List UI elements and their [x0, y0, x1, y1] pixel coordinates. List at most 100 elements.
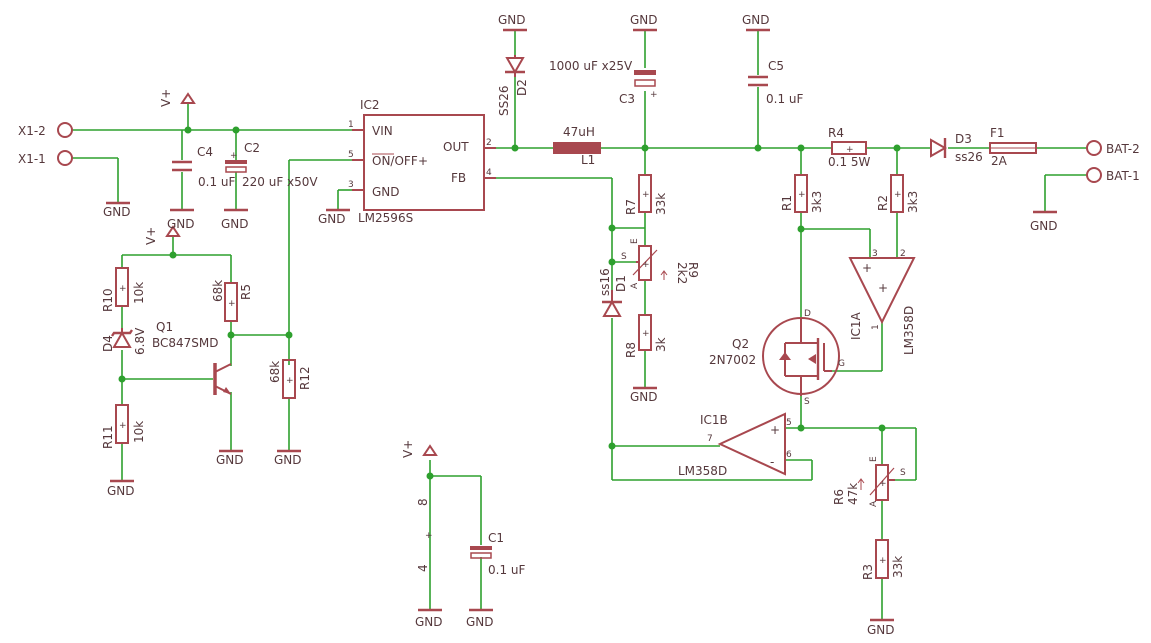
potentiometer-r6[interactable]: + S E A R6 47k	[832, 456, 906, 507]
d4-name: D4	[101, 335, 115, 352]
vplus-symbol: V+	[401, 440, 438, 458]
resistor-r3[interactable]: + R3 33k	[861, 539, 905, 580]
capacitor-c2[interactable]: + C2 220 uF x50V	[225, 141, 318, 189]
zener-d4[interactable]: D4 6.8V	[101, 327, 147, 355]
gnd-symbol: GND	[103, 201, 131, 219]
r1-name: R1	[780, 195, 794, 211]
c5-name: C5	[768, 59, 784, 73]
r12-value: 68k	[268, 361, 282, 383]
r4-plus: +	[846, 145, 854, 155]
connector-bat-1[interactable]: BAT-1	[1086, 167, 1140, 183]
ic1b-minus: -	[770, 455, 774, 469]
r6-name: R6	[832, 489, 846, 505]
r6-plus: +	[879, 479, 887, 489]
ic2-pin-vin: VIN	[372, 124, 393, 138]
resistor-r12[interactable]: + 68k R12	[268, 359, 312, 399]
q2-part: 2N7002	[709, 353, 756, 367]
r10-plus: +	[119, 284, 127, 294]
gnd-symbol: GND	[1030, 210, 1058, 233]
ic1b-pin-7: 7	[707, 434, 713, 444]
gnd-symbol: GND	[167, 208, 195, 231]
r12-name: R12	[298, 366, 312, 390]
gnd-symbol: GND	[221, 208, 249, 231]
vplus-symbol: V+	[159, 89, 196, 107]
inductor-l1[interactable]: 47uH L1	[553, 125, 601, 167]
d1-name: D1	[614, 275, 628, 292]
ic1b-name: IC1B	[700, 413, 728, 427]
gnd-label: GND	[274, 453, 302, 467]
c3-value: 1000 uF x25V	[549, 59, 633, 73]
r5-plus: +	[228, 299, 236, 309]
connector-x1-2[interactable]: X1-2	[18, 122, 73, 138]
q2-pin-g: G	[838, 359, 845, 369]
r5-name: R5	[239, 284, 253, 300]
diode-d2[interactable]: SS26 D2	[497, 55, 529, 116]
capacitor-c5[interactable]: C5 0.1 uF	[748, 59, 804, 106]
c4-name: C4	[197, 145, 213, 159]
r9-pin-e: E	[630, 238, 640, 244]
d2-name: D2	[515, 79, 529, 96]
connector-bat-2[interactable]: BAT-2	[1086, 140, 1140, 156]
resistor-r8[interactable]: + R8 3k	[624, 314, 668, 358]
r4-name: R4	[828, 126, 844, 140]
resistor-r2[interactable]: + R2 3k3	[876, 174, 920, 213]
ic2-regulator[interactable]: IC2 LM2596S VIN ON/OFF + GND OUT FB 1 5 …	[348, 98, 496, 225]
gnd-label: GND	[630, 13, 658, 27]
connector-x1-1[interactable]: X1-1	[18, 150, 73, 166]
mosfet-q2[interactable]: D G S Q2 2N7002	[709, 309, 845, 407]
gnd-label: GND	[742, 13, 770, 27]
gnd-symbol: GND	[274, 449, 302, 467]
gnd-label: GND	[167, 217, 195, 231]
capacitor-c4[interactable]: C4 0.1 uF	[172, 145, 236, 189]
ic1b-pin-6: 6	[786, 450, 792, 460]
gnd-label: GND	[318, 212, 346, 226]
capacitor-c3[interactable]: + 1000 uF x25V C3	[549, 59, 658, 106]
gnd-label: GND	[498, 13, 526, 27]
c2-name: C2	[244, 141, 260, 155]
gnd-label: GND	[216, 453, 244, 467]
gnd-label: GND	[415, 615, 443, 629]
fuse-f1[interactable]: F1 2A	[989, 126, 1037, 168]
r3-value: 33k	[891, 556, 905, 578]
potentiometer-r9[interactable]: + S E A 2k2 R9	[621, 238, 700, 289]
l1-name: L1	[581, 153, 595, 167]
resistor-r10[interactable]: + R10 10k	[101, 267, 146, 312]
resistor-r5[interactable]: + 68k R5	[211, 280, 253, 322]
opamp-ic1b[interactable]: + - 5 6 7 IC1B LM358D	[678, 412, 792, 478]
resistor-r1[interactable]: + R1 3k3	[780, 174, 824, 213]
ic2-pin-5: 5	[348, 150, 354, 160]
resistor-r7[interactable]: + R7 33k	[624, 174, 668, 215]
vplus-label: V+	[401, 440, 415, 458]
transistor-q1[interactable]: Q1 BC847SMD	[152, 320, 232, 395]
diode-d1[interactable]: ss16 D1	[598, 268, 628, 317]
q1-name: Q1	[156, 320, 173, 334]
r9-value: 2k2	[675, 262, 689, 284]
c5-value: 0.1 uF	[766, 92, 804, 106]
ic1b-pin-5: 5	[786, 418, 792, 428]
r11-value: 10k	[132, 421, 146, 443]
r9-pin-a: A	[630, 282, 640, 289]
ic2-pin-onoff: ON/OFF	[372, 154, 418, 168]
r7-value: 33k	[654, 193, 668, 215]
d4-value: 6.8V	[133, 327, 147, 355]
gnd-symbol: GND	[498, 13, 527, 32]
c1-name: C1	[488, 531, 504, 545]
resistor-r4[interactable]: + R4 0.1 5W	[828, 126, 871, 169]
opamp-ic1a[interactable]: + + 3 2 1 IC1A LM358D	[848, 249, 916, 355]
r1-value: 3k3	[810, 191, 824, 213]
r2-value: 3k3	[906, 191, 920, 213]
ic2-pin-3: 3	[348, 180, 354, 190]
connector-bat-1-label: BAT-1	[1106, 169, 1140, 183]
r4-value: 0.1 5W	[828, 155, 871, 169]
ic2-pin-2: 2	[486, 138, 492, 148]
diode-d3[interactable]: D3 ss26	[930, 132, 983, 164]
q2-name: Q2	[732, 337, 749, 351]
ic2-pin-fb: FB	[451, 171, 466, 185]
c1-value: 0.1 uF	[488, 563, 526, 577]
r9-pin-s: S	[621, 252, 627, 262]
gnd-label: GND	[867, 623, 895, 637]
capacitor-c1[interactable]: C1 0.1 uF	[470, 531, 526, 577]
gnd-symbol: GND	[318, 208, 350, 226]
resistor-r11[interactable]: + R11 10k	[101, 404, 146, 449]
ic1a-part: LM358D	[902, 306, 916, 355]
